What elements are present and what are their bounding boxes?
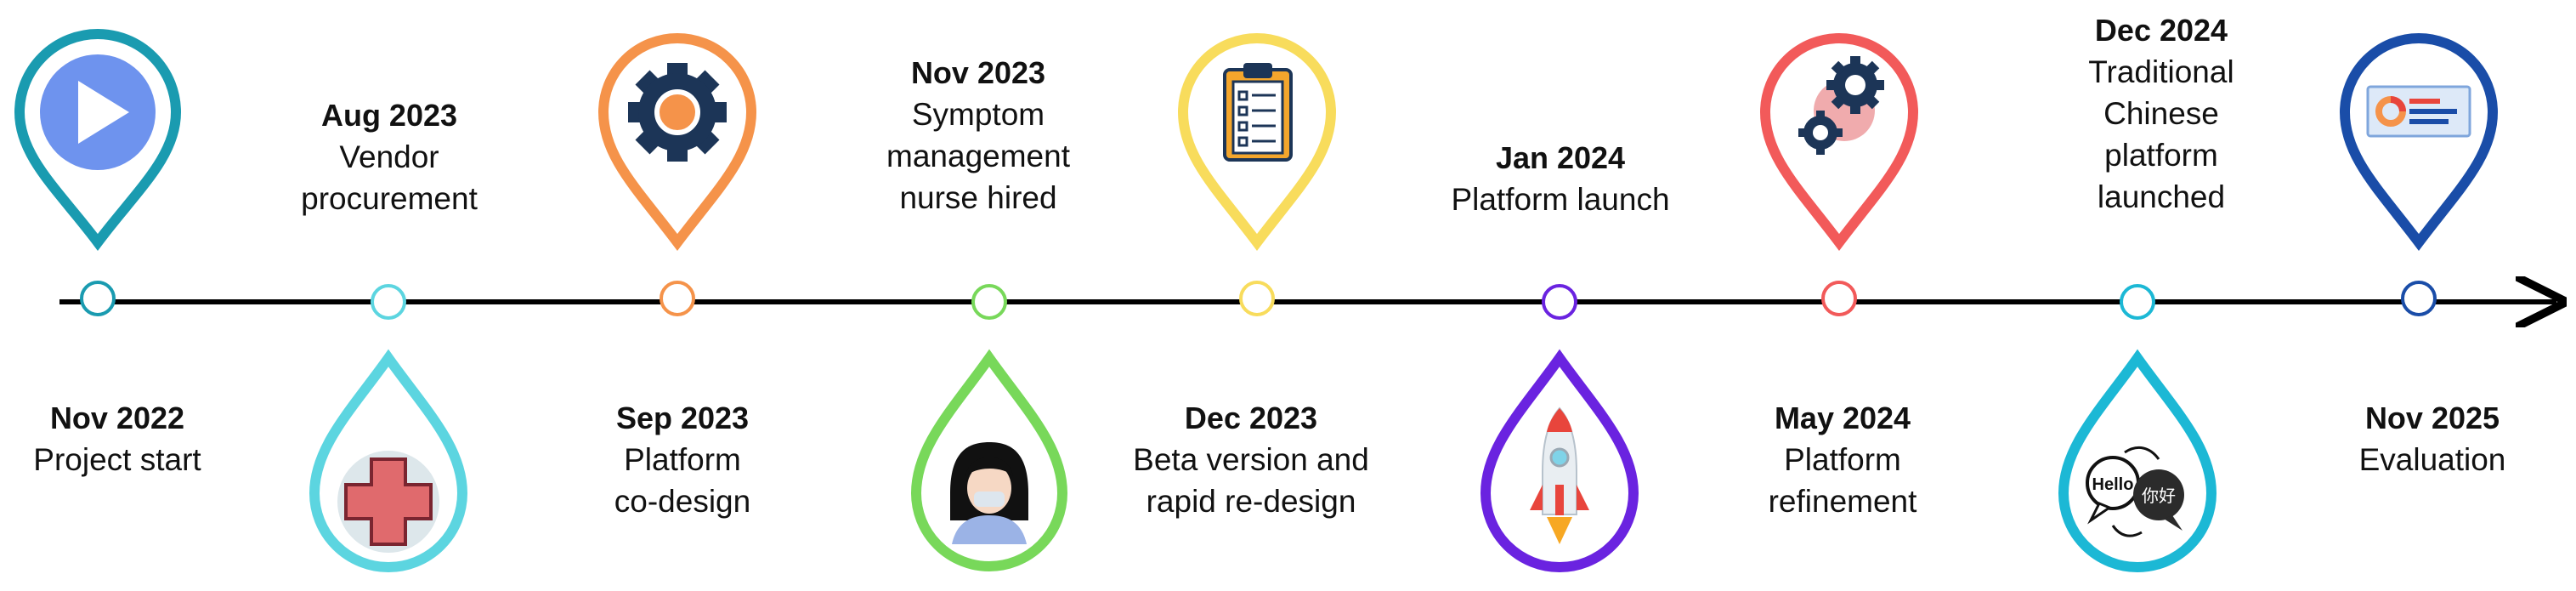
label-jan-2024: Jan 2024 Platform launch [1407, 138, 1713, 220]
translate-bubble-right: 你好 [2142, 486, 2176, 506]
milestone-aug-2023 [309, 284, 468, 572]
rocket-icon [1530, 406, 1589, 544]
label-sep-2023: Sep 2023 Platform co-design [529, 398, 835, 522]
milestone-date: Nov 2025 [2364, 401, 2500, 435]
milestone-description: Traditional [2088, 54, 2234, 89]
translate-bubble-left: Hello [2092, 475, 2134, 494]
label-dec-2023: Dec 2023 Beta version and rapid re-desig… [1098, 398, 1404, 522]
milestone-description: Platform launch [1451, 182, 1670, 217]
milestone-dot [2401, 281, 2437, 316]
report-icon [2366, 85, 2471, 138]
nurse-icon [950, 442, 1028, 544]
milestone-date: Dec 2023 [1184, 401, 1318, 435]
milestone-date: Dec 2024 [2094, 13, 2228, 48]
milestone-description: Evaluation [2358, 442, 2506, 477]
milestone-date: May 2024 [1774, 401, 1911, 435]
milestone-description: Project start [33, 442, 201, 477]
milestone-date: Aug 2023 [320, 98, 458, 133]
milestone-dot [1239, 281, 1275, 316]
label-dec-2024: Dec 2024 Traditional Chinese platform la… [2008, 10, 2314, 218]
milestone-description: Beta version and [1133, 442, 1369, 477]
milestone-nov-2025 [2339, 33, 2499, 316]
milestone-description: Vendor [339, 139, 439, 174]
milestone-dot [660, 281, 695, 316]
gears-icon [1798, 56, 1884, 155]
pin-marker [2339, 33, 2499, 251]
milestone-dec-2023 [1177, 33, 1337, 316]
milestone-description: platform [2104, 138, 2218, 173]
milestone-description: Symptom [911, 97, 1045, 132]
translate-icon: Hello 你好 [2086, 446, 2184, 537]
milestone-sep-2023 [597, 33, 757, 316]
drop-marker [2058, 349, 2217, 572]
milestone-dot [1542, 284, 1577, 320]
milestone-description: launched [2097, 179, 2226, 214]
milestone-dot [971, 284, 1007, 320]
milestone-description: rapid re-design [1146, 484, 1356, 519]
label-aug-2023: Aug 2023 Vendor procurement [236, 95, 542, 219]
milestone-date: Sep 2023 [615, 401, 750, 435]
milestone-date: Nov 2023 [910, 55, 1046, 90]
medical-cross-icon [337, 451, 439, 553]
label-nov-2025: Nov 2025 Evaluation [2279, 398, 2576, 480]
milestone-dot [371, 284, 406, 320]
milestone-dec-2024: Hello 你好 [2058, 284, 2217, 572]
milestone-description: co-design [614, 484, 751, 519]
gear-icon [628, 63, 727, 162]
milestone-dot [1821, 281, 1857, 316]
milestone-description: procurement [301, 181, 478, 216]
label-nov-2023: Nov 2023 Symptom management nurse hired [825, 53, 1131, 219]
milestone-dot [2120, 284, 2155, 320]
milestone-date: Nov 2022 [49, 401, 185, 435]
milestone-description: refinement [1768, 484, 1917, 519]
milestone-may-2024 [1759, 33, 1919, 316]
milestone-description: Platform [624, 442, 741, 477]
label-may-2024: May 2024 Platform refinement [1690, 398, 1996, 522]
milestone-date: Jan 2024 [1495, 140, 1626, 175]
milestone-jan-2024 [1480, 284, 1639, 572]
milestone-nov-2022 [14, 29, 182, 316]
milestone-dot [80, 281, 116, 316]
milestone-description: nurse hired [899, 180, 1057, 215]
clipboard-icon [1223, 63, 1293, 162]
label-nov-2022: Nov 2022 Project start [0, 398, 270, 480]
milestone-description: Chinese [2103, 96, 2219, 131]
milestone-description: management [886, 139, 1070, 173]
play-icon [40, 54, 156, 170]
milestone-description: Platform [1784, 442, 1901, 477]
milestone-nov-2023 [910, 284, 1068, 571]
